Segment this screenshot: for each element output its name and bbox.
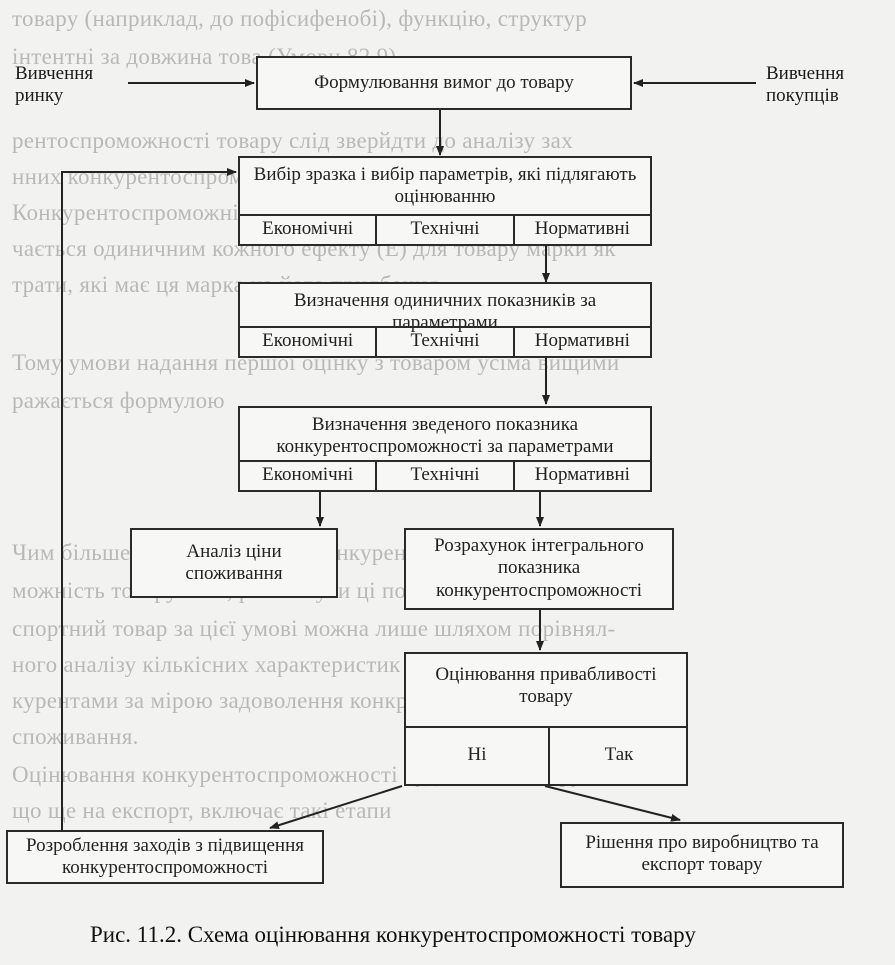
param-economic: Економічні (240, 216, 378, 244)
attractiveness-box: Оцінювання привабливості товару Ні Так (404, 652, 688, 786)
attractiveness-text: Оцінювання привабливості товару (435, 664, 657, 708)
param-normative: Нормативні (534, 330, 630, 351)
param-economic: Економічні (240, 462, 378, 490)
integral-indicator-box: Розрахунок інтегрального показника конку… (404, 528, 674, 610)
param-economic: Економічні (240, 328, 378, 356)
single-indicators-box: Визначення одиничних показників за парам… (238, 282, 652, 358)
params-row: Економічні Технічні Нормативні (240, 460, 650, 490)
improvement-measures-text: Розроблення заходів з підвищення конкуре… (25, 835, 304, 879)
decision-split: Ні Так (406, 726, 686, 784)
branch-no-label: Ні (467, 744, 487, 765)
param-technical: Технічні (377, 462, 515, 490)
branch-yes-label: Так (604, 744, 634, 765)
params-row: Економічні Технічні Нормативні (240, 326, 650, 356)
param-technical: Технічні (377, 216, 515, 244)
sample-selection-box: Вибір зразка і вибір параметрів, які під… (238, 156, 652, 246)
price-analysis-text: Аналіз ціни споживання (185, 541, 283, 585)
decision-divider (548, 728, 550, 784)
arrow-no-branch (269, 785, 403, 830)
improvement-measures-box: Розроблення заходів з підвищення конкуре… (6, 830, 324, 884)
sample-selection-text: Вибір зразка і вибір параметрів, які під… (253, 164, 637, 208)
production-decision-text: Рішення про виробництво та експорт товар… (585, 832, 819, 876)
param-normative: Нормативні (534, 218, 630, 239)
bg-line: товару (наприклад, до пофісифенобі), фун… (12, 6, 588, 31)
market-study-label: Вивчення ринку (15, 63, 94, 107)
production-decision-box: Рішення про виробництво та експорт товар… (560, 822, 844, 888)
bg-line: рентоспроможності товару слід зверйдти д… (12, 128, 573, 153)
arrow-yes-branch (544, 785, 681, 822)
price-analysis-box: Аналіз ціни споживання (130, 528, 338, 598)
summary-indicator-text: Визначення зведеного показника конкурент… (276, 414, 614, 458)
bg-line: споживання. (12, 724, 139, 749)
params-row: Економічні Технічні Нормативні (240, 214, 650, 244)
figure-caption: Рис. 11.2. Схема оцінювання конкурентосп… (90, 922, 696, 947)
arrow-feedback-loop (61, 168, 237, 830)
summary-indicator-box: Визначення зведеного показника конкурент… (238, 406, 652, 492)
single-indicators-text: Визначення одиничних показників за парам… (293, 290, 597, 334)
bg-line: ражається формулою (12, 388, 225, 413)
bg-line: спортний товар за цієї умові можна лише … (12, 616, 616, 641)
param-normative: Нормативні (534, 464, 630, 485)
requirements-box: Формулювання вимог до товару (256, 56, 632, 110)
buyers-study-label: Вивчення покупців (766, 63, 845, 107)
integral-indicator-text: Розрахунок інтегрального показника конку… (434, 535, 644, 601)
requirements-text: Формулювання вимог до товару (314, 72, 574, 93)
param-technical: Технічні (377, 328, 515, 356)
